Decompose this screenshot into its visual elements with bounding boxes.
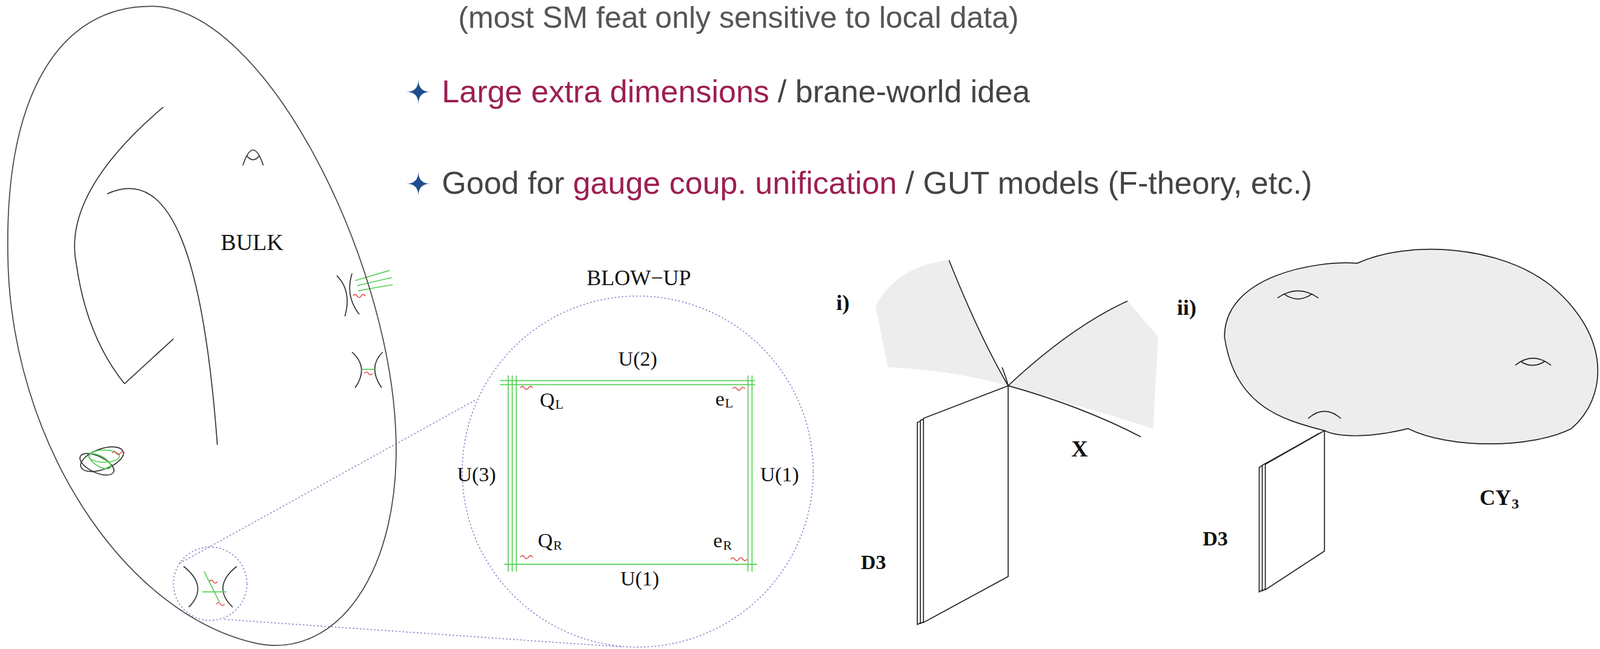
outline-path [462,296,814,648]
field-name: Q [537,530,554,553]
brane-label: D3 [860,551,887,574]
subscript: L [725,396,734,411]
region-label: BULK [220,230,283,256]
highlight-text: gauge coup. unification [573,165,898,202]
bullet-star [405,79,431,196]
gauge-group: U(1) [760,463,800,486]
singular-space-x [875,260,1159,438]
subscript: 3 [1511,496,1519,512]
subscript: L [555,397,564,412]
calabi-yau [1224,249,1598,445]
bullet-text: / GUT models (F-theory, etc.) [905,165,1313,202]
bullet-line: Large extra dimensions/ brane-world idea [441,73,1030,111]
space-label: X [1071,436,1088,463]
gauge-group: U(2) [618,348,658,371]
bullet-text: Good for [441,165,565,202]
d3-brane-stack [917,385,1009,625]
panel-label: i) [836,291,850,316]
outline [7,4,400,649]
field-name: e [713,530,723,553]
space-label: CY [1479,486,1511,511]
bulk-region: BULK [7,4,400,649]
zoom-lines [173,400,623,648]
subscript: R [722,538,732,554]
gauge-group: U(3) [456,463,496,486]
outline-path [7,6,397,646]
d3-brane-stack [1258,430,1325,592]
bulk-curves [74,107,383,608]
region-label: BLOW−UP [586,266,691,291]
highlight-text: Large extra dimensions [441,73,770,111]
field-name: e [715,387,725,411]
brane-lines [86,270,757,603]
bullet-line: Good forgauge coup. unification/ GUT mod… [441,165,1313,202]
field-name: Q [539,388,555,412]
bullet-text: / brane-world idea [777,73,1030,111]
panel-label: ii) [1177,296,1197,321]
string-wiggle [112,294,747,606]
brane-label: D3 [1202,527,1229,551]
subscript: R [553,538,563,554]
slide-text: (most SM feat only sensitive to local da… [458,1,1019,35]
gauge-group: U(1) [620,567,660,591]
